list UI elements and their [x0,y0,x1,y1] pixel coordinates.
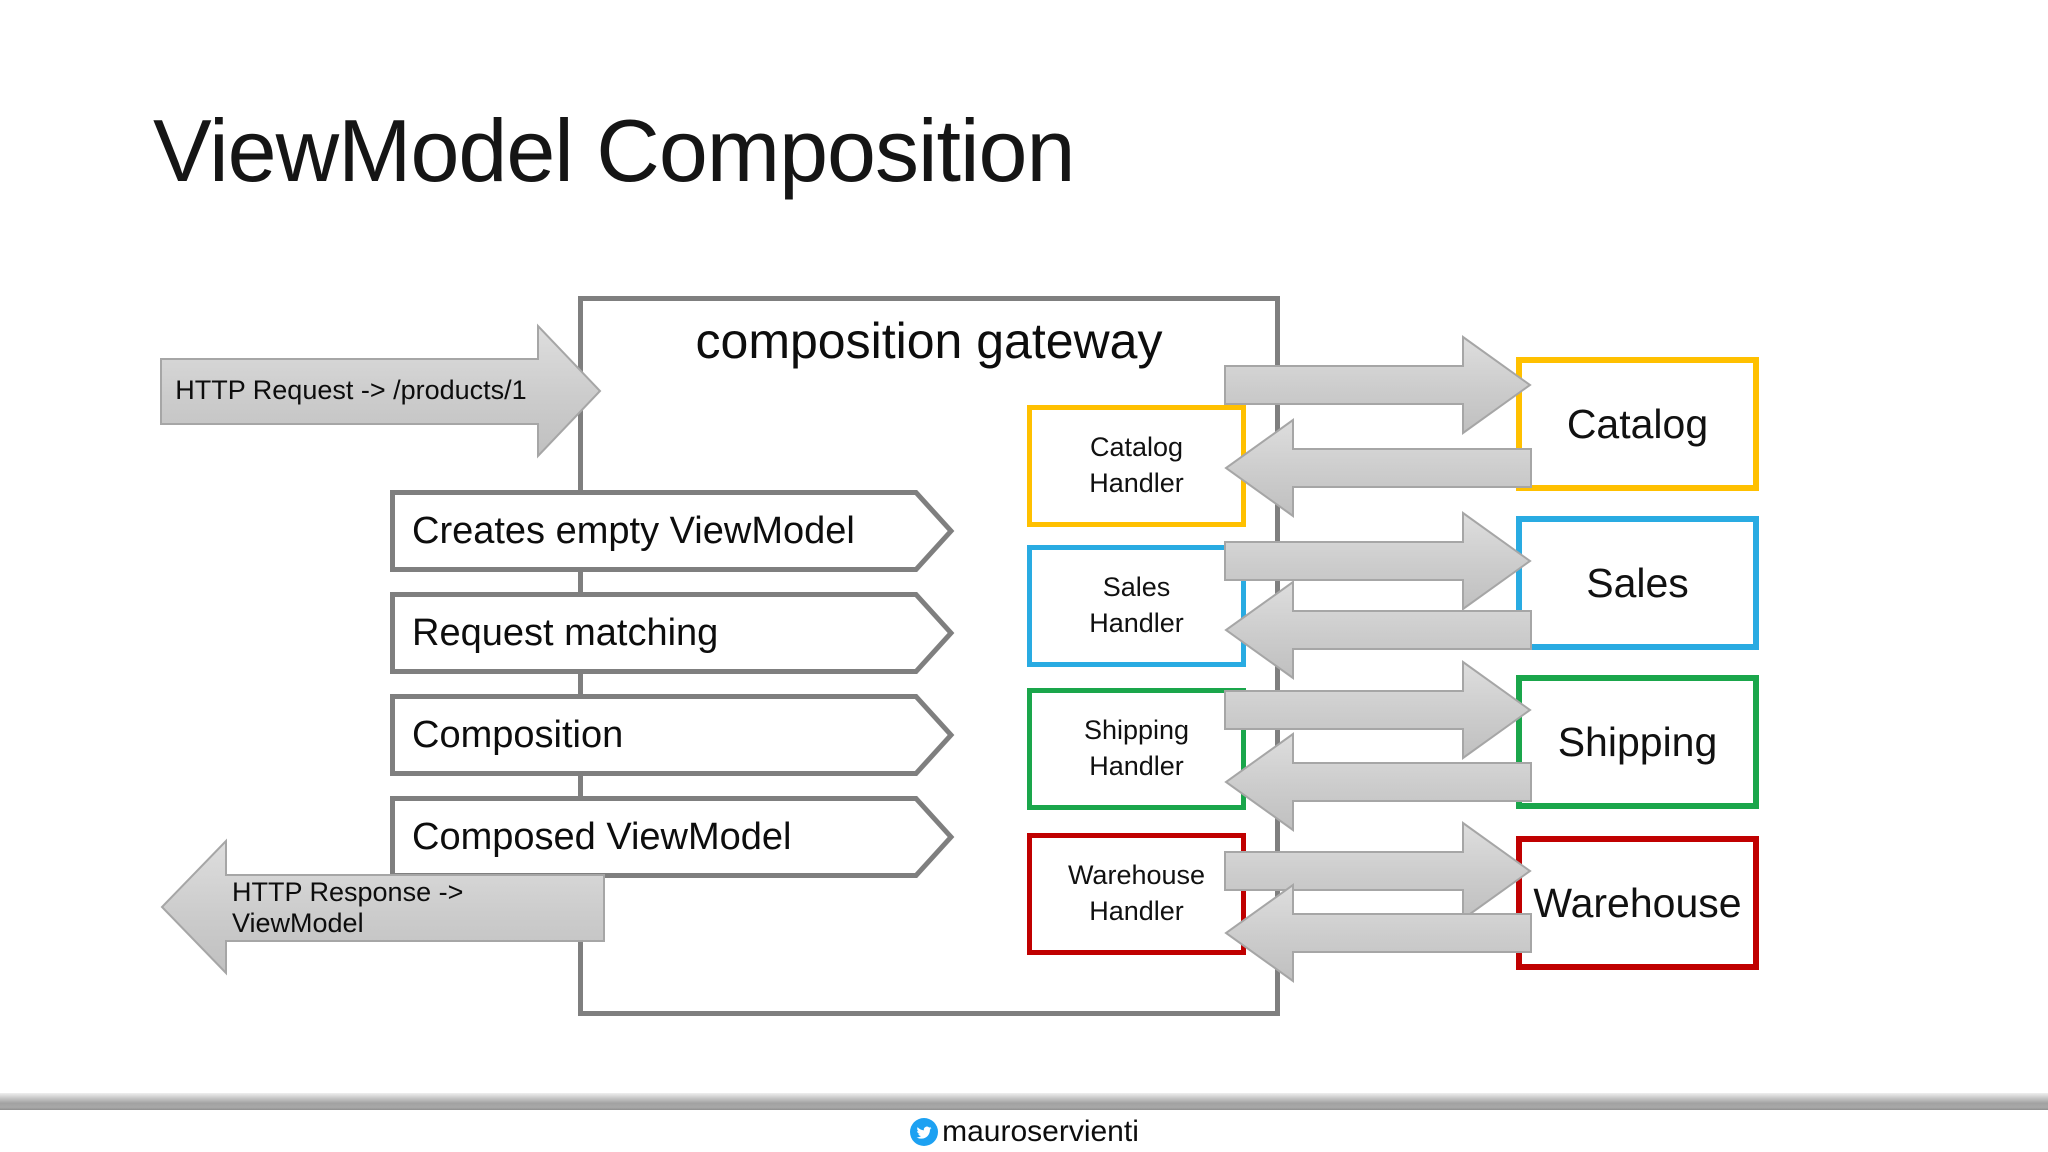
sales-service-label: Sales [1586,559,1689,606]
catalog-handler-box: Catalog Handler [1027,405,1246,527]
sales-handler-label-line2: Handler [1089,608,1184,638]
step-chevron-4 [390,796,955,878]
warehouse-handler-label-line1: Warehouse [1067,860,1206,891]
shipping-handler-label-line1: Shipping [1083,715,1190,746]
sales-service-box: Sales [1516,516,1759,650]
composition-gateway-label: composition gateway [695,313,1163,369]
shipping-service-label: Shipping [1557,718,1718,765]
warehouse-service-label: Warehouse [1533,879,1742,926]
twitter-icon [910,1118,939,1146]
footer-divider-bar [0,1093,2048,1110]
sales-request-arrow-icon [1224,511,1532,611]
twitter-handle: mauroservienti [942,1115,1139,1148]
shipping-response-arrow-icon [1224,732,1532,832]
http-response-arrow-icon [160,838,605,976]
catalog-request-arrow-icon [1224,335,1532,435]
warehouse-handler-label-line2: Handler [1089,896,1184,926]
warehouse-service-box: Warehouse [1516,836,1759,970]
catalog-handler-label-line2: Handler [1089,468,1184,498]
http-response-label: HTTP Response -> ViewModel [232,877,464,938]
shipping-service-box: Shipping [1516,675,1759,809]
footer: mauroservienti [0,1112,2048,1152]
sales-handler-box: Sales Handler [1027,545,1246,667]
sales-response-arrow-icon [1224,580,1532,680]
step-label-4: Composed ViewModel [412,815,792,858]
step-chevron-2 [390,592,955,674]
step-label-3: Composition [412,713,624,756]
shipping-handler-label-line2: Handler [1089,751,1184,781]
warehouse-response-arrow-icon [1224,883,1532,983]
catalog-handler-label-line1: Catalog [1089,432,1184,463]
slide-title: ViewModel Composition [153,101,1075,200]
step-chevron-1 [390,490,955,572]
shipping-request-arrow-icon [1224,660,1532,760]
step-label-1: Creates empty ViewModel [412,509,855,552]
warehouse-request-arrow-icon [1224,821,1532,921]
shipping-handler-box: Shipping Handler [1027,688,1246,810]
catalog-service-label: Catalog [1566,400,1709,447]
sales-handler-label-line1: Sales [1102,572,1171,603]
catalog-service-box: Catalog [1516,357,1759,491]
http-request-arrow-icon [160,323,602,459]
step-label-2: Request matching [412,611,719,654]
http-request-label: HTTP Request -> /products/1 [175,375,527,405]
catalog-response-arrow-icon [1224,418,1532,518]
warehouse-handler-box: Warehouse Handler [1027,833,1246,955]
step-chevron-3 [390,694,955,776]
